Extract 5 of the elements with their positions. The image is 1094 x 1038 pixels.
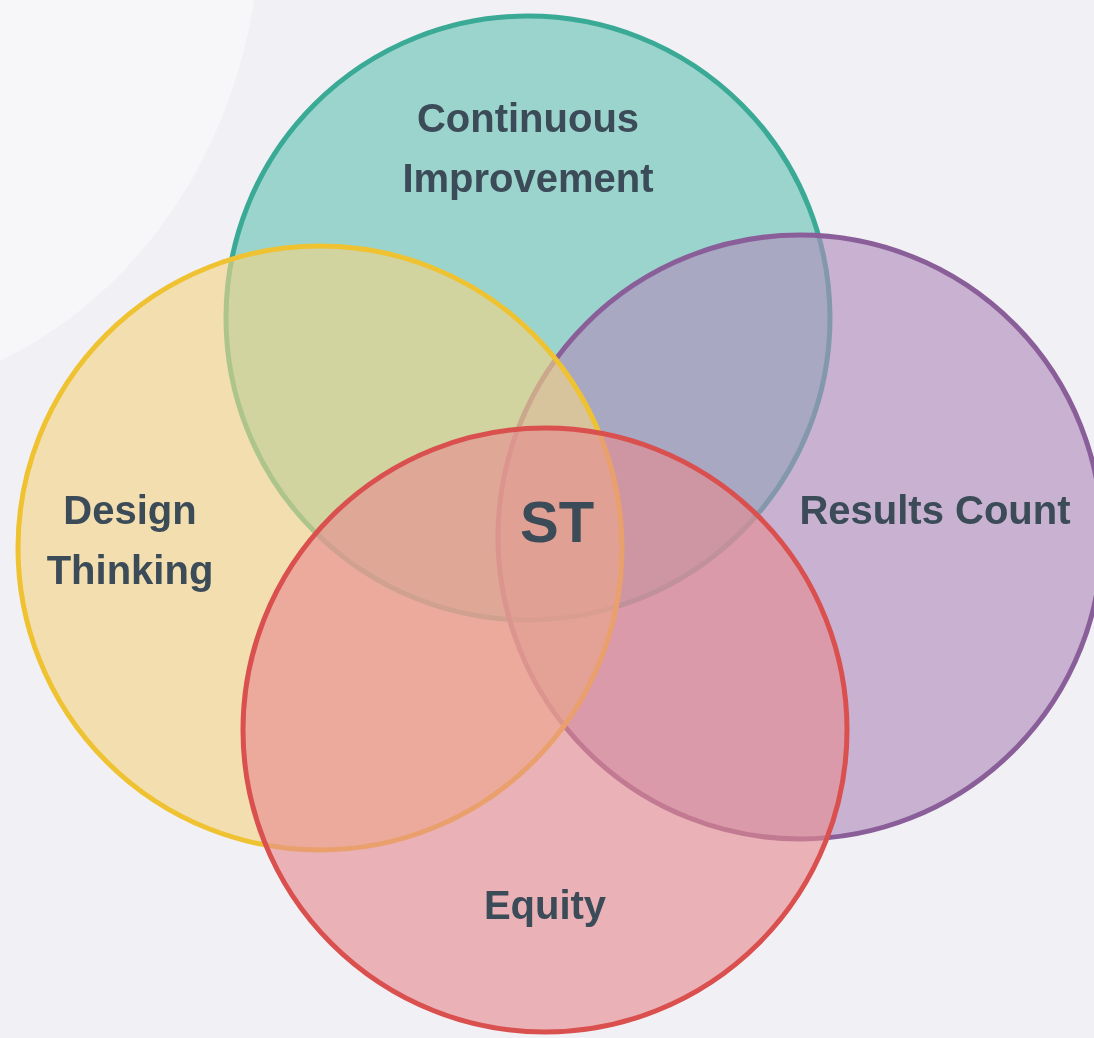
circle-label: Design Thinking <box>45 487 215 594</box>
circle-label: Continuous Improvement <box>401 95 655 202</box>
center-label: ST <box>520 488 595 555</box>
circle-label: Equity <box>482 882 608 929</box>
circle-label: Results Count <box>798 487 1072 534</box>
